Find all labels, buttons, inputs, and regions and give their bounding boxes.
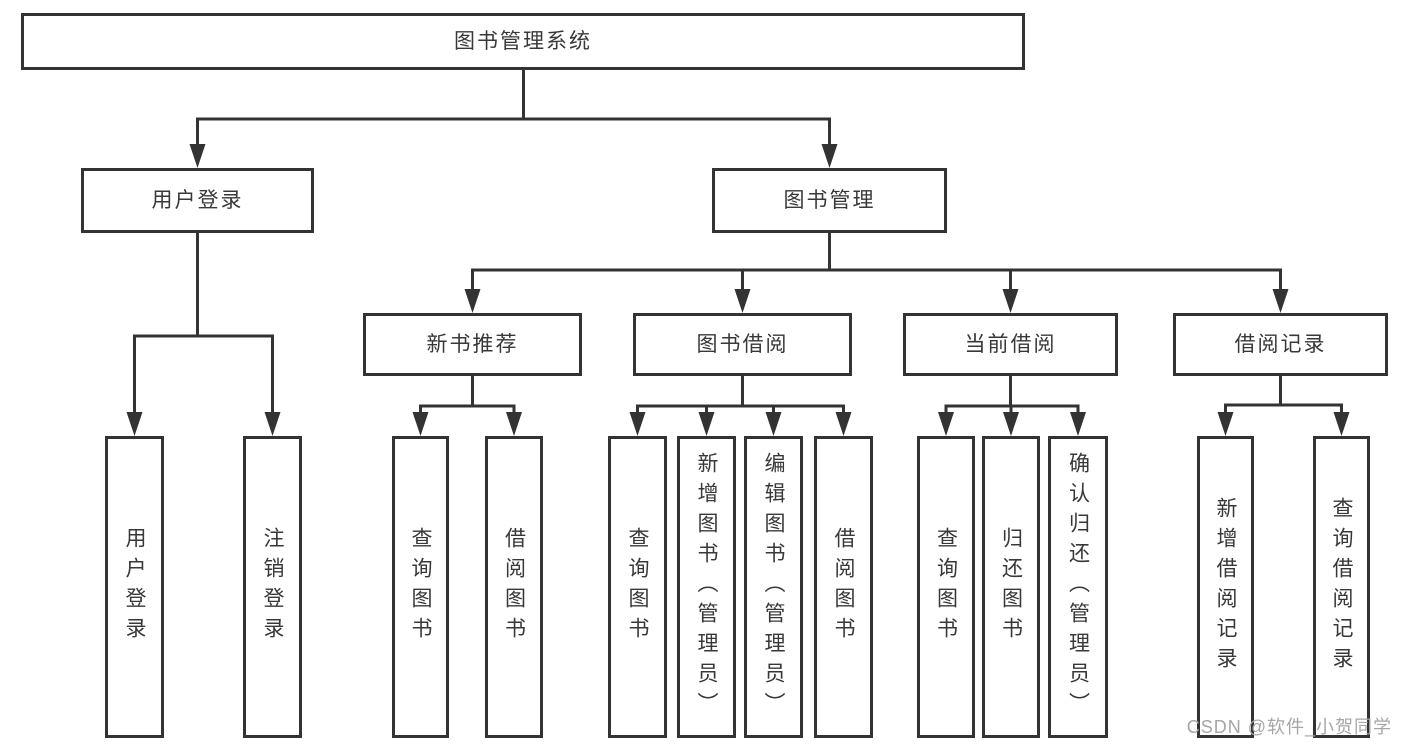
node-book-borrow: 图书借阅 [633,313,852,376]
leaf-borrow-books-recommend-label: 借阅图书 [502,527,526,647]
node-user-login: 用户登录 [81,168,314,233]
node-book-management-label: 图书管理 [783,189,876,212]
leaf-return-book-label: 归还图书 [999,527,1023,647]
node-borrow-records: 借阅记录 [1173,313,1388,376]
leaf-confirm-return-admin-label: 确认归还（管理员） [1066,452,1090,722]
leaf-borrow-books-label: 借阅图书 [832,527,855,647]
leaf-query-books-current: 查询图书 [917,436,975,738]
node-book-borrow-label: 图书借阅 [696,333,789,356]
leaf-query-books-current-label: 查询图书 [934,527,958,647]
leaf-query-books-recommend: 查询图书 [392,436,449,738]
leaf-add-borrow-record-label: 新增借阅记录 [1214,497,1237,677]
leaf-query-books-recommend-label: 查询图书 [409,527,432,647]
leaf-borrow-books: 借阅图书 [814,436,873,738]
leaf-borrow-books-recommend: 借阅图书 [485,436,543,738]
node-borrow-records-label: 借阅记录 [1234,333,1327,356]
leaf-edit-book-admin-label: 编辑图书（管理员） [762,452,785,722]
leaf-edit-book-admin: 编辑图书（管理员） [744,436,803,738]
node-new-book-recommend-label: 新书推荐 [426,333,519,356]
node-user-login-label: 用户登录 [151,189,244,212]
leaf-add-borrow-record: 新增借阅记录 [1197,436,1254,738]
node-root: 图书管理系统 [21,13,1025,70]
node-new-book-recommend: 新书推荐 [363,313,582,376]
leaf-add-book-admin: 新增图书（管理员） [677,436,736,738]
node-book-management: 图书管理 [712,168,947,233]
leaf-return-book: 归还图书 [982,436,1040,738]
leaf-add-book-admin-label: 新增图书（管理员） [695,452,718,722]
node-current-borrow-label: 当前借阅 [964,333,1057,356]
leaf-query-borrow-record-label: 查询借阅记录 [1330,497,1353,677]
leaf-query-books-borrow-label: 查询图书 [626,527,649,647]
leaf-logout-label: 注销登录 [261,527,284,647]
leaf-confirm-return-admin: 确认归还（管理员） [1048,436,1108,738]
leaf-query-books-borrow: 查询图书 [608,436,667,738]
watermark-text: CSDN @软件_小贺同学 [1186,717,1392,737]
node-root-label: 图书管理系统 [454,30,592,53]
leaf-logout: 注销登录 [243,436,302,738]
leaf-user-login-label: 用户登录 [123,527,146,647]
leaf-user-login: 用户登录 [105,436,164,738]
node-current-borrow: 当前借阅 [903,313,1118,376]
leaf-query-borrow-record: 查询借阅记录 [1313,436,1370,738]
